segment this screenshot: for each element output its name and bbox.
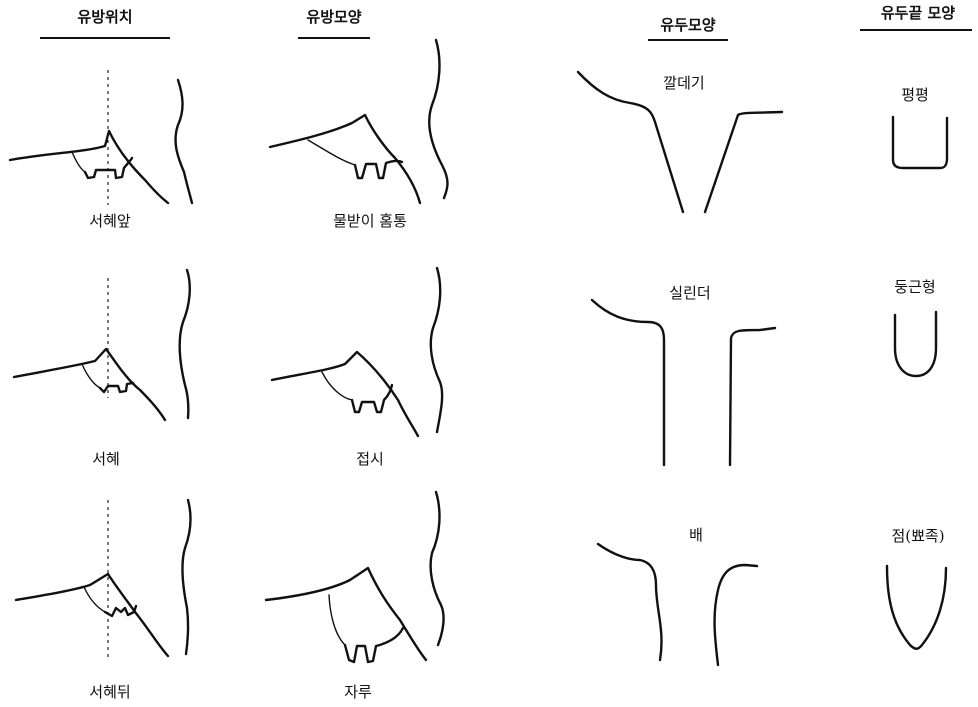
teat-tip-label: 둥근형 [894,278,935,296]
teat-shape-cylinder-drawing [592,300,775,465]
teat-tip-label: 평평 [901,86,929,104]
udder-shape-plate-drawing [272,268,442,436]
teat-shape-pear-drawing [598,544,757,665]
header-teat-tip-shape: 유두끝 모양 [881,4,955,22]
udder-shape-pendulous-drawing [266,492,444,662]
teat-tip-round-drawing [895,312,936,376]
teat-shape-label: 실린더 [669,284,710,302]
udder-position-rear-drawing [16,500,190,660]
udder-position-label: 서혜 [92,450,120,468]
udder-position-label: 서혜뒤 [89,683,130,701]
udder-position-forward-drawing [10,70,192,205]
header-udder-position: 유방위치 [77,8,132,26]
udder-shape-label: 물받이 홈통 [333,212,407,230]
teat-tip-pointed-drawing [887,566,946,649]
teat-shape-label: 깔데기 [663,74,704,92]
header-teat-shape: 유두모양 [660,16,715,34]
udder-shape-label: 자루 [344,683,372,701]
teat-shape-label: 배 [689,526,703,544]
teat-tip-label: 점(뾰족) [891,527,944,545]
udder-position-normal-drawing [14,270,190,420]
udder-shape-gutter-drawing [270,40,448,203]
udder-shape-label: 접시 [356,450,384,468]
teat-tip-flat-drawing [893,117,947,168]
udder-position-label: 서혜앞 [89,212,131,230]
teat-shape-funnel-drawing [578,72,782,212]
header-udder-shape: 유방모양 [306,8,361,26]
